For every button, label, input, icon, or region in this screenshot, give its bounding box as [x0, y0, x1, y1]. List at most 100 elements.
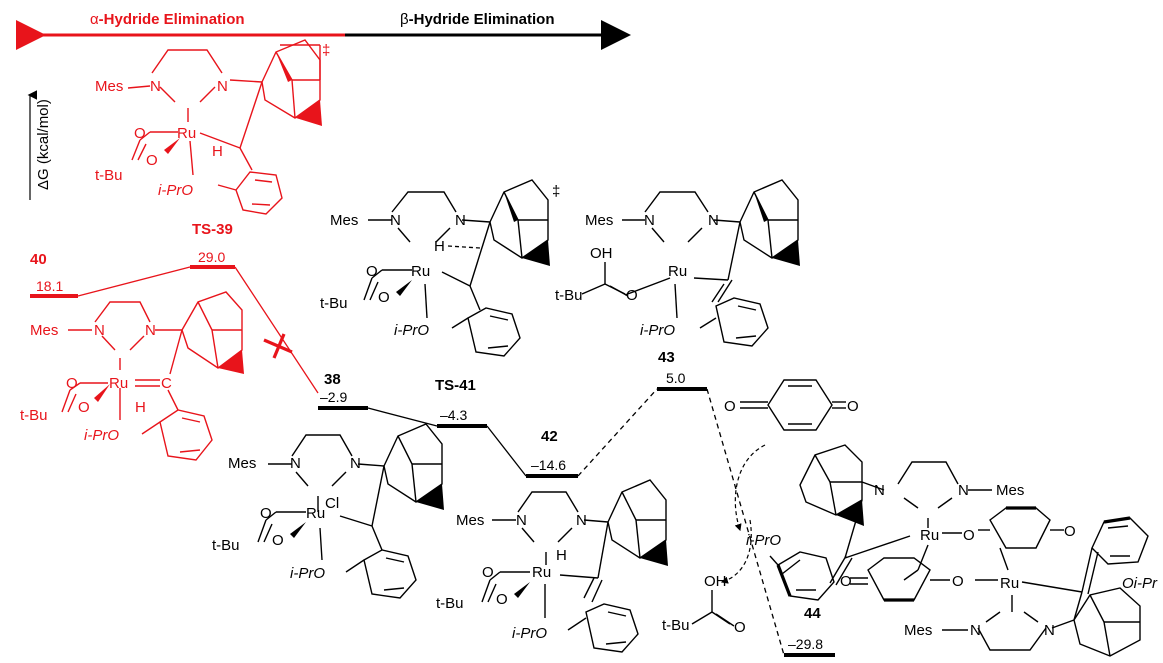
label-43: 43: [658, 349, 675, 366]
tbu-label: t-Bu: [20, 407, 48, 424]
mes-label: Mes: [585, 212, 613, 229]
o-label: O: [496, 591, 508, 608]
alpha-symbol: α: [90, 11, 99, 28]
structure-44: N N Mes Ru O O O O Ru i-PrO Oi-Pr Mes N …: [746, 444, 1158, 657]
ru-label: Ru: [920, 527, 939, 544]
n-label: N: [644, 212, 655, 229]
n-label: N: [1044, 622, 1055, 639]
o-label: O: [146, 152, 158, 169]
ipro-label: i-PrO: [640, 322, 675, 339]
ipro-label: i-PrO: [84, 427, 119, 444]
o-label: O: [66, 375, 78, 392]
o-label: O: [734, 619, 746, 636]
mes-label: Mes: [228, 455, 256, 472]
tbu-label: t-Bu: [320, 295, 348, 312]
ipro-label: i-PrO: [394, 322, 429, 339]
ipro-label: i-PrO: [290, 565, 325, 582]
ru-label: Ru: [668, 263, 687, 280]
o-label: O: [134, 125, 146, 142]
o-label: O: [272, 532, 284, 549]
mes-label: Mes: [95, 78, 123, 95]
dagger-label: ‡: [552, 183, 560, 200]
o-label: O: [847, 398, 859, 415]
mes-label: Mes: [996, 482, 1024, 499]
n-label: N: [576, 512, 587, 529]
label-44: 44: [804, 605, 821, 622]
mes-label: Mes: [456, 512, 484, 529]
o-label: O: [260, 505, 272, 522]
n-label: N: [150, 78, 161, 95]
o-label: O: [78, 399, 90, 416]
energy-ts41: –4.3: [440, 407, 467, 423]
ru-label: Ru: [1000, 575, 1019, 592]
o-label: O: [366, 263, 378, 280]
n-label: N: [290, 455, 301, 472]
structure-40: Mes N N Ru C O O t-Bu H i-PrO: [20, 291, 244, 461]
beta-header: β-Hydride Elimination: [345, 11, 631, 50]
oh-label: OH: [590, 245, 613, 262]
o-label: O: [1064, 523, 1076, 540]
benzoquinone: O O: [724, 379, 859, 431]
ipro-label: i-PrO: [512, 625, 547, 642]
n-label: N: [958, 482, 969, 499]
n-label: N: [455, 212, 466, 229]
n-label: N: [390, 212, 401, 229]
n-label: N: [874, 482, 885, 499]
h-label: H: [556, 547, 567, 564]
h-label: H: [135, 399, 146, 416]
n-label: N: [970, 622, 981, 639]
n-label: N: [350, 455, 361, 472]
mes-label: Mes: [330, 212, 358, 229]
o-label: O: [378, 289, 390, 306]
tbu-label: t-Bu: [212, 537, 240, 554]
mes-label: Mes: [904, 622, 932, 639]
dagger-label: ‡: [322, 42, 330, 59]
c-label: C: [161, 375, 172, 392]
o-label: O: [952, 573, 964, 590]
structure-43: Mes N N Ru OH O t-Bu i-PrO: [555, 179, 800, 347]
o-label: O: [963, 527, 975, 544]
n-label: N: [94, 322, 105, 339]
tbu-label: t-Bu: [95, 167, 123, 184]
h-label: H: [212, 143, 223, 160]
mes-label: Mes: [30, 322, 58, 339]
cl-label: Cl: [325, 495, 339, 512]
tbu-label: t-Bu: [555, 287, 583, 304]
svg-text:β-Hydride Elimination: β-Hydride Elimination: [400, 11, 555, 28]
beta-symbol: β: [400, 11, 409, 28]
blocked-cross-icon: [263, 333, 293, 359]
ru-label: Ru: [177, 125, 196, 142]
ru-label: Ru: [411, 263, 430, 280]
alpha-profile: [30, 265, 319, 394]
energy-axis: ΔG (kcal/mol): [27, 90, 52, 200]
energy-44: –29.8: [788, 636, 823, 652]
ru-label: Ru: [109, 375, 128, 392]
label-42: 42: [541, 428, 558, 445]
tbu-label: t-Bu: [436, 595, 464, 612]
n-label: N: [217, 78, 228, 95]
o-label: O: [840, 573, 852, 590]
alpha-title: -Hydride Elimination: [99, 11, 245, 28]
axis-label: ΔG (kcal/mol): [35, 99, 52, 190]
label-ts41: TS-41: [435, 377, 476, 394]
pivalic-acid: OH O t-Bu: [662, 573, 746, 636]
oipr-label: Oi-Pr: [1122, 575, 1158, 592]
n-label: N: [708, 212, 719, 229]
ru-label: Ru: [306, 505, 325, 522]
svg-text:α-Hydride Elimination: α-Hydride Elimination: [90, 11, 245, 28]
structure-ts41: Mes N N H Ru O O t-Bu i-PrO ‡: [320, 179, 560, 357]
oh-label: OH: [704, 573, 727, 590]
ru-label: Ru: [532, 564, 551, 581]
n-label: N: [516, 512, 527, 529]
beta-title: -Hydride Elimination: [409, 11, 555, 28]
reaction-arrows: [720, 444, 766, 584]
energy-38: –2.9: [320, 389, 347, 405]
structure-ts39: Mes N N Ru O O t-Bu H i-PrO ‡ TS-39: [95, 39, 330, 238]
n-label: N: [145, 322, 156, 339]
o-label: O: [626, 287, 638, 304]
ipro-label: i-PrO: [746, 532, 781, 549]
structure-38: Mes N N Cl Ru O O t-Bu i-PrO: [212, 423, 444, 599]
alpha-header: α-Hydride Elimination: [15, 11, 345, 51]
ipro-label: i-PrO: [158, 182, 193, 199]
